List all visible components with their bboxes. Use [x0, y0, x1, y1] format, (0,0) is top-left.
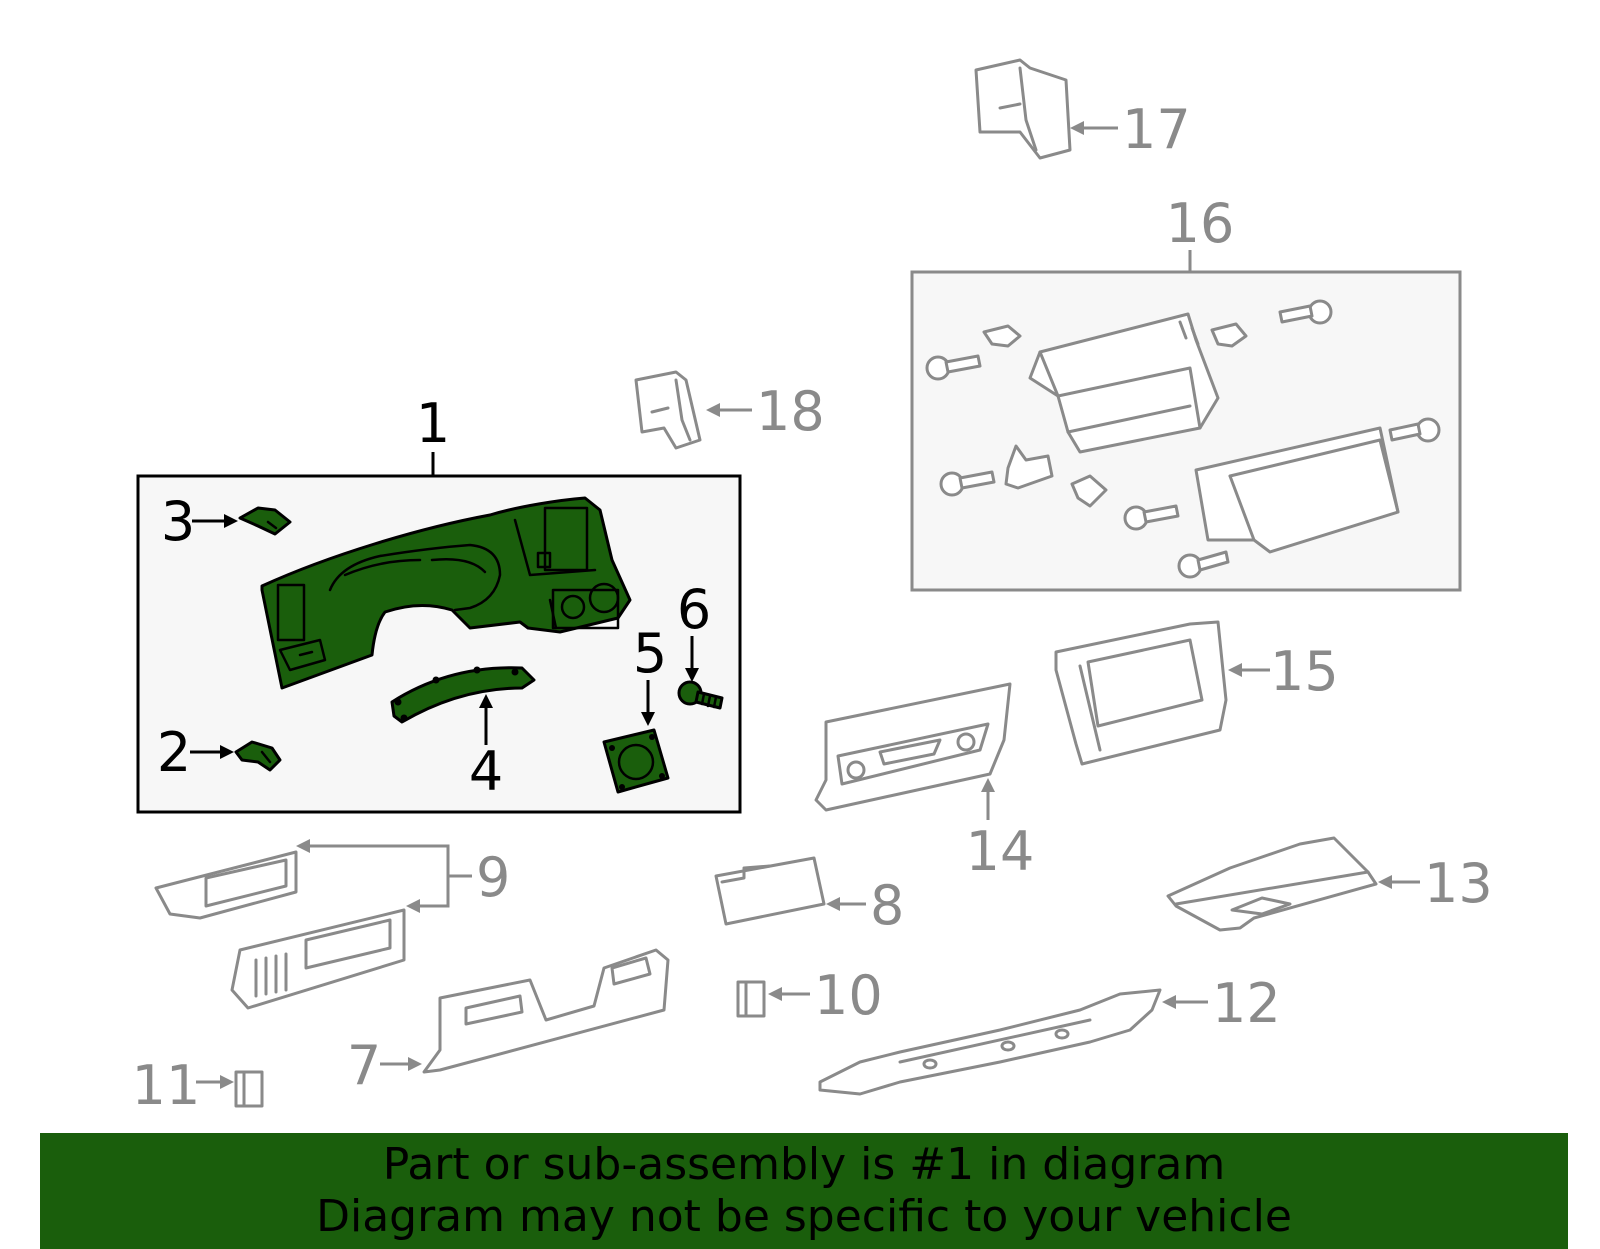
info-banner: Part or sub-assembly is #1 in diagram Di… — [40, 1133, 1568, 1249]
callout-10: 10 — [814, 964, 883, 1027]
part-10[interactable] — [736, 980, 766, 1018]
part-glove-box-fasteners[interactable] — [925, 299, 1441, 579]
part-15[interactable] — [1054, 620, 1228, 766]
callout-16: 16 — [1166, 192, 1235, 255]
part-glove-box-bin[interactable] — [1028, 312, 1220, 454]
callout-14: 14 — [966, 820, 1035, 883]
leader-9 — [306, 844, 450, 908]
callout-17: 17 — [1122, 98, 1191, 161]
part-8[interactable] — [714, 856, 826, 926]
part-trim-strip-4[interactable] — [390, 666, 536, 724]
callout-13: 13 — [1424, 852, 1493, 915]
part-17[interactable] — [974, 58, 1072, 160]
part-9-upper[interactable] — [154, 850, 298, 920]
assembly-group-1: 1 3 — [136, 392, 742, 814]
callout-2: 2 — [157, 721, 191, 784]
part-11[interactable] — [234, 1070, 264, 1108]
banner-line-2: Diagram may not be specific to your vehi… — [316, 1191, 1292, 1242]
callout-6: 6 — [677, 578, 711, 641]
part-18[interactable] — [634, 370, 702, 450]
assembly-group-16: 16 — [910, 192, 1462, 592]
callout-1: 1 — [416, 392, 450, 455]
callout-15: 15 — [1270, 640, 1339, 703]
callout-5: 5 — [633, 622, 667, 685]
callout-18: 18 — [756, 380, 825, 443]
part-clip-3[interactable] — [238, 506, 292, 536]
part-14[interactable] — [814, 682, 1012, 812]
part-12[interactable] — [818, 988, 1162, 1096]
callout-11: 11 — [132, 1054, 201, 1117]
callout-3: 3 — [161, 490, 195, 553]
part-13[interactable] — [1166, 836, 1378, 932]
banner-line-1: Part or sub-assembly is #1 in diagram — [382, 1139, 1226, 1190]
callout-12: 12 — [1212, 972, 1281, 1035]
callout-8: 8 — [870, 874, 904, 937]
part-7[interactable] — [422, 948, 670, 1074]
part-glove-box-door[interactable] — [1194, 426, 1400, 554]
part-clip-2[interactable] — [234, 740, 282, 772]
callout-4: 4 — [469, 740, 503, 803]
part-9-lower[interactable] — [230, 908, 406, 1010]
part-instrument-panel-bezel[interactable] — [260, 496, 632, 690]
callout-7: 7 — [347, 1034, 381, 1097]
callout-9: 9 — [476, 846, 510, 909]
part-switch-base-5[interactable] — [602, 728, 670, 794]
part-screw-6[interactable] — [677, 680, 724, 710]
